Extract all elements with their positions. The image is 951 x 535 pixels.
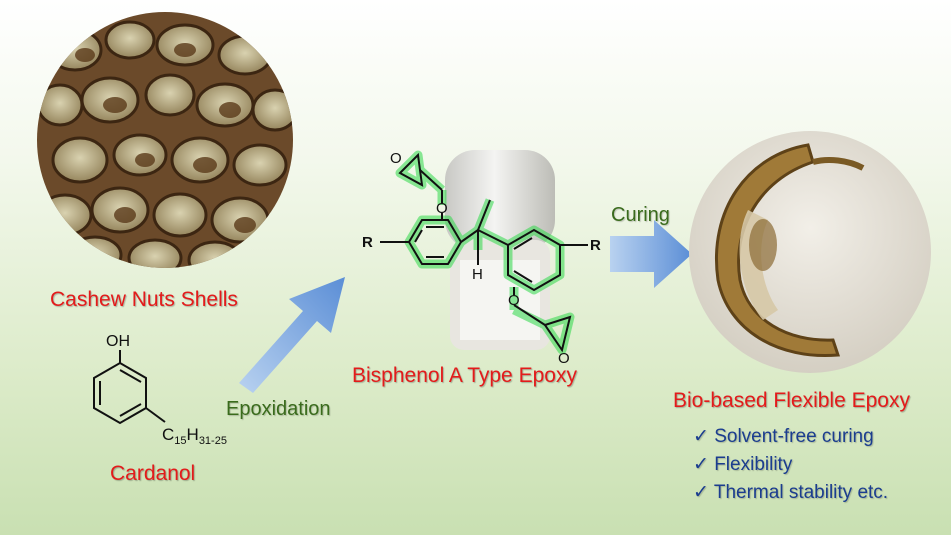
curing-text: Curing xyxy=(611,204,670,226)
svg-text:R: R xyxy=(362,234,373,251)
property-text: Flexibility xyxy=(714,454,793,475)
check-icon: ✓ xyxy=(693,482,709,503)
svg-text:OH: OH xyxy=(106,333,130,350)
svg-text:O: O xyxy=(436,200,448,217)
bisphenol-epoxy-structure: O O R H O R O xyxy=(362,150,601,365)
check-icon: ✓ xyxy=(693,426,709,447)
bisphenol-label: Bisphenol A Type Epoxy xyxy=(352,364,577,387)
curing-arrow xyxy=(610,220,692,288)
svg-text:O: O xyxy=(508,292,520,309)
svg-text:O: O xyxy=(390,150,402,167)
cardanol-structure: OH C15H31-25 xyxy=(93,333,227,447)
epoxy-sample-photo xyxy=(445,150,555,350)
flexible-epoxy-photo xyxy=(689,131,931,373)
svg-text:O: O xyxy=(558,350,570,365)
svg-text:R: R xyxy=(590,237,601,254)
epoxidation-text: Epoxidation xyxy=(226,398,331,420)
cardanol-label: Cardanol xyxy=(110,462,196,485)
cashew-shells-photo xyxy=(37,12,293,268)
property-item-flexibility: ✓ Flexibility xyxy=(693,453,792,476)
property-item-thermal-stability: ✓ Thermal stability etc. xyxy=(693,481,888,504)
property-item-solvent-free: ✓ Solvent-free curing xyxy=(693,425,874,448)
svg-text:H: H xyxy=(472,266,483,283)
cashew-label: Cashew Nuts Shells xyxy=(50,288,238,311)
biobased-label: Bio-based Flexible Epoxy xyxy=(673,389,910,412)
property-text: Solvent-free curing xyxy=(714,426,874,447)
svg-text:C15H31-25: C15H31-25 xyxy=(162,425,227,447)
property-text: Thermal stability etc. xyxy=(713,482,889,503)
epoxidation-arrow xyxy=(239,277,345,393)
check-icon: ✓ xyxy=(693,454,709,475)
